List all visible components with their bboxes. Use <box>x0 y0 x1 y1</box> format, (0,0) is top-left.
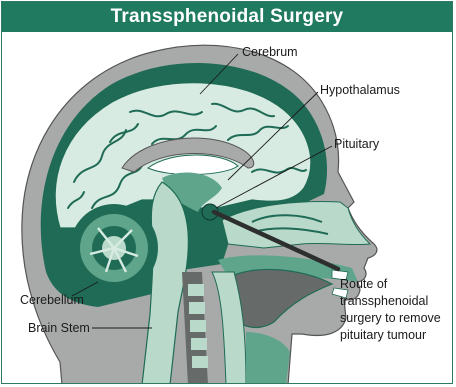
diagram-title: Transsphenoidal Surgery <box>2 2 452 32</box>
label-cerebellum: Cerebellum <box>20 293 84 307</box>
label-pituitary: Pituitary <box>334 137 380 151</box>
label-hypothalamus: Hypothalamus <box>320 83 400 97</box>
label-route-line-1: Route of <box>340 277 388 291</box>
label-route-line-3: surgery to remove <box>340 311 441 325</box>
label-cerebrum: Cerebrum <box>242 45 298 59</box>
cerebellum <box>70 204 158 292</box>
label-route-line-4: pituitary tumour <box>340 328 426 342</box>
head-cross-section-diagram: Cerebrum Hypothalamus Pituitary Cerebell… <box>2 32 453 384</box>
label-route-line-2: transsphenoidal <box>340 294 428 308</box>
label-brain-stem: Brain Stem <box>28 321 90 335</box>
